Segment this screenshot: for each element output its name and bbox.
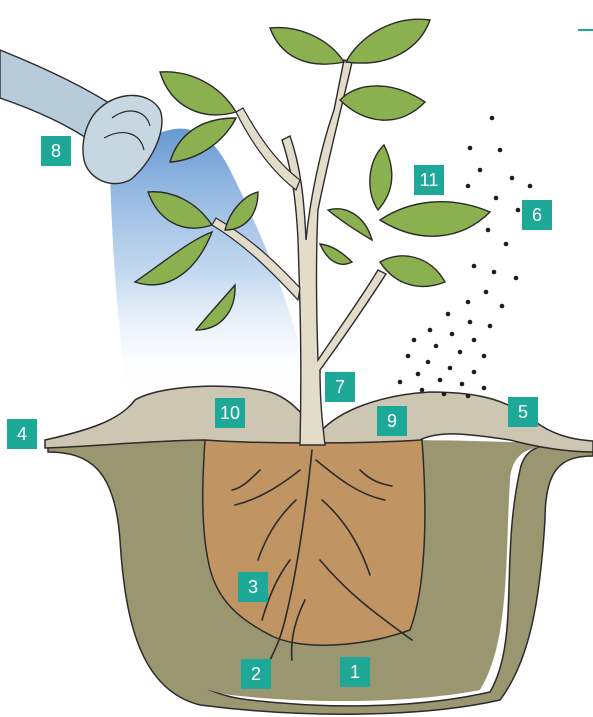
mulch-particles — [398, 116, 533, 399]
marker-4: 4 — [7, 419, 37, 449]
marker-5: 5 — [508, 397, 538, 427]
marker-3: 3 — [238, 572, 268, 602]
marker-9: 9 — [377, 406, 407, 436]
marker-11: 11 — [414, 165, 444, 195]
marker-7: 7 — [325, 372, 355, 402]
marker-6: 6 — [522, 200, 552, 230]
marker-1: 1 — [340, 657, 370, 687]
marker-2: 2 — [241, 659, 271, 689]
marker-8: 8 — [41, 136, 71, 166]
garden-hose — [0, 50, 162, 184]
marker-10: 10 — [215, 398, 245, 428]
